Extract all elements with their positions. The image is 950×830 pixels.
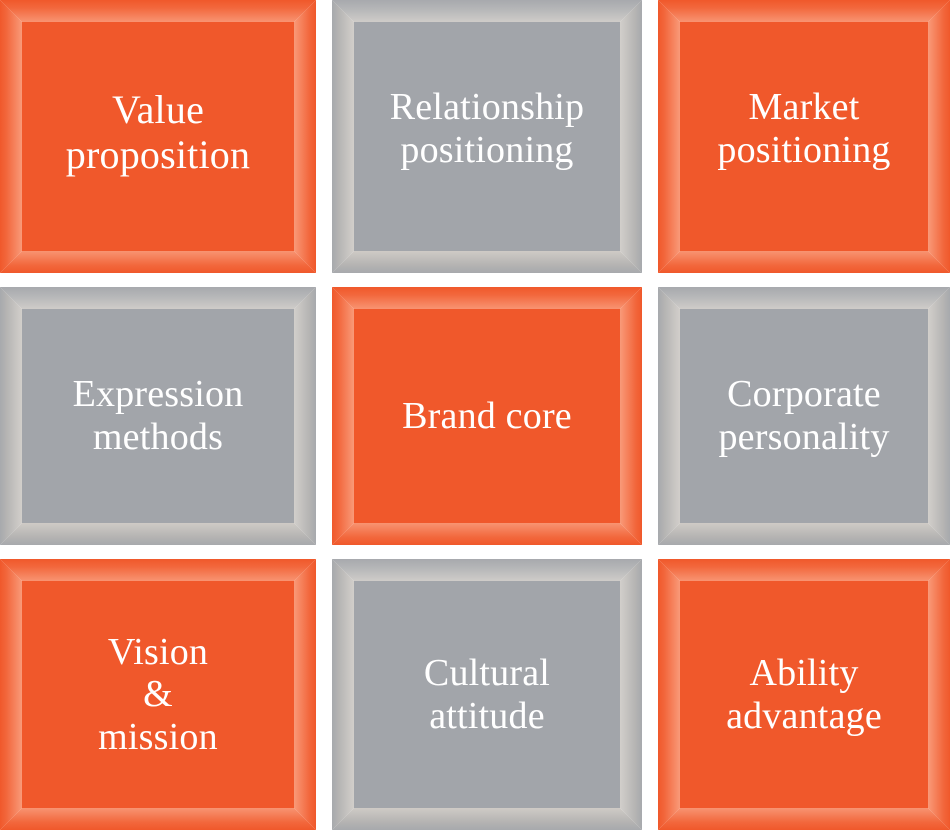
bevel-edge-left (658, 287, 680, 545)
matrix-cell-cultural-attitude[interactable]: Cultural attitude (332, 559, 642, 830)
matrix-cell-vision-and-mission[interactable]: Vision & mission (0, 559, 316, 830)
cell-bevel-frame (658, 559, 950, 830)
matrix-cell-label: Value proposition (65, 86, 251, 177)
bevel-edge-left (658, 559, 680, 830)
matrix-cell-market-positioning[interactable]: Market positioning (658, 0, 950, 273)
bevel-edge-right (928, 0, 950, 273)
bevel-edge-bottom (658, 808, 950, 830)
bevel-edge-left (332, 559, 354, 830)
bevel-edge-right (294, 0, 316, 273)
matrix-cell-label: Vision & mission (98, 630, 218, 758)
cell-inner-panel (680, 22, 928, 251)
bevel-edge-left (0, 287, 22, 545)
matrix-cell-ability-advantage[interactable]: Ability advantage (658, 559, 950, 830)
matrix-cell-label: Cultural attitude (423, 651, 551, 737)
cell-inner-panel (680, 581, 928, 808)
bevel-edge-top (658, 559, 950, 581)
bevel-edge-top (332, 287, 642, 309)
bevel-edge-right (928, 559, 950, 830)
bevel-edge-bottom (0, 251, 316, 273)
bevel-edge-left (0, 0, 22, 273)
matrix-cell-label: Ability advantage (726, 651, 882, 737)
bevel-edge-left (332, 0, 354, 273)
bevel-edge-right (294, 287, 316, 545)
cell-bevel-frame (658, 287, 950, 545)
bevel-edge-top (332, 0, 642, 22)
bevel-edge-bottom (332, 808, 642, 830)
cell-bevel-frame (332, 0, 642, 273)
bevel-edge-right (294, 559, 316, 830)
cell-inner-panel (22, 22, 294, 251)
bevel-edge-right (620, 287, 642, 545)
bevel-edge-right (620, 0, 642, 273)
bevel-edge-top (0, 0, 316, 22)
bevel-edge-top (658, 287, 950, 309)
cell-bevel-frame (0, 0, 316, 273)
cell-bevel-frame (332, 559, 642, 830)
bevel-edge-top (0, 287, 316, 309)
cell-inner-panel (22, 309, 294, 523)
matrix-cell-label: Brand core (402, 394, 572, 437)
matrix-cell-label: Corporate personality (718, 373, 890, 458)
matrix-cell-label: Relationship positioning (389, 85, 585, 171)
cell-inner-panel (354, 309, 620, 523)
cell-bevel-frame (0, 287, 316, 545)
cell-inner-panel (354, 581, 620, 808)
cell-bevel-frame (332, 287, 642, 545)
bevel-edge-bottom (0, 523, 316, 545)
matrix-cell-label: Market positioning (717, 85, 891, 171)
bevel-edge-left (658, 0, 680, 273)
bevel-edge-bottom (332, 523, 642, 545)
bevel-edge-top (658, 0, 950, 22)
cell-bevel-frame (0, 559, 316, 830)
bevel-edge-right (620, 559, 642, 830)
cell-inner-panel (354, 22, 620, 251)
matrix-cell-brand-core[interactable]: Brand core (332, 287, 642, 545)
bevel-edge-bottom (332, 251, 642, 273)
bevel-edge-bottom (658, 523, 950, 545)
bevel-edge-right (928, 287, 950, 545)
bevel-edge-top (0, 559, 316, 581)
matrix-cell-label: Expression methods (72, 373, 244, 458)
cell-inner-panel (22, 581, 294, 808)
bevel-edge-bottom (0, 808, 316, 830)
matrix-cell-value-proposition[interactable]: Value proposition (0, 0, 316, 273)
matrix-cell-relationship-positioning[interactable]: Relationship positioning (332, 0, 642, 273)
matrix-cell-corporate-personality[interactable]: Corporate personality (658, 287, 950, 545)
bevel-edge-bottom (658, 251, 950, 273)
bevel-edge-left (0, 559, 22, 830)
bevel-edge-top (332, 559, 642, 581)
cell-bevel-frame (658, 0, 950, 273)
bevel-edge-left (332, 287, 354, 545)
matrix-cell-expression-methods[interactable]: Expression methods (0, 287, 316, 545)
cell-inner-panel (680, 309, 928, 523)
